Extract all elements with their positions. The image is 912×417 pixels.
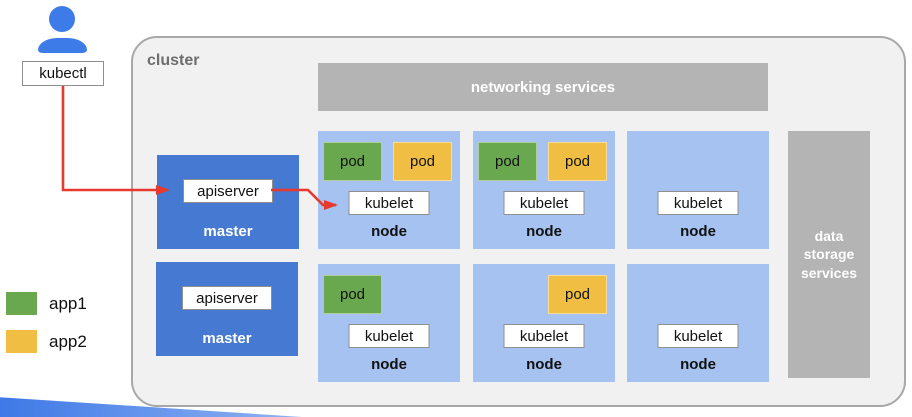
- master-label: master: [202, 330, 252, 347]
- node-label: node: [680, 223, 716, 240]
- pod-app2: pod: [393, 142, 452, 181]
- legend-item-app2: app2: [6, 330, 87, 353]
- networking-services-bar: networking services: [318, 63, 768, 111]
- node-label: node: [371, 223, 407, 240]
- user-shoulders-icon: [38, 38, 87, 53]
- node-label: node: [526, 223, 562, 240]
- legend-label: app1: [49, 293, 87, 313]
- node-box-3: kubelet node: [627, 131, 769, 249]
- data-storage-services-bar: data storage services: [788, 131, 870, 378]
- node-box-2: pod pod kubelet node: [473, 131, 615, 249]
- cluster-container: cluster networking services data storage…: [131, 36, 906, 407]
- node-label: node: [526, 356, 562, 373]
- pod-app1: pod: [478, 142, 537, 181]
- node-box-6: kubelet node: [627, 264, 769, 382]
- master-label: master: [203, 223, 253, 240]
- pod-app1: pod: [323, 275, 382, 314]
- node-box-1: pod pod kubelet node: [318, 131, 460, 249]
- node-box-4: pod kubelet node: [318, 264, 460, 382]
- pod-app2: pod: [548, 142, 607, 181]
- app1-color-swatch: [6, 292, 37, 315]
- pod-app2: pod: [548, 275, 607, 314]
- kubelet-box: kubelet: [657, 324, 739, 348]
- node-box-5: pod kubelet node: [473, 264, 615, 382]
- kubelet-box: kubelet: [503, 191, 585, 215]
- kubelet-box: kubelet: [348, 191, 430, 215]
- legend: app1 app2: [6, 292, 87, 353]
- user-head-icon: [49, 6, 75, 32]
- kubelet-box: kubelet: [348, 324, 430, 348]
- user-person-icon: [38, 6, 87, 53]
- app2-color-swatch: [6, 330, 37, 353]
- node-label: node: [371, 356, 407, 373]
- kubectl-box: kubectl: [22, 61, 104, 86]
- cluster-title: cluster: [147, 52, 200, 69]
- node-label: node: [680, 356, 716, 373]
- kubelet-box: kubelet: [503, 324, 585, 348]
- master-box-1: apiserver master: [157, 155, 299, 249]
- apiserver-box: apiserver: [182, 286, 272, 310]
- legend-label: app2: [49, 331, 87, 351]
- pod-app1: pod: [323, 142, 382, 181]
- apiserver-box: apiserver: [183, 179, 273, 203]
- master-box-2: apiserver master: [156, 262, 298, 356]
- legend-item-app1: app1: [6, 292, 87, 315]
- kubelet-box: kubelet: [657, 191, 739, 215]
